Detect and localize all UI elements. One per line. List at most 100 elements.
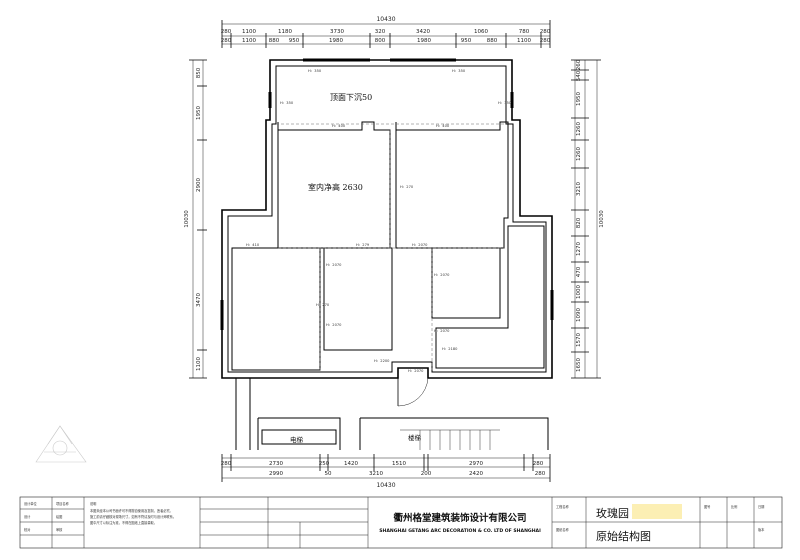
top-dim-2: 1980 — [417, 38, 431, 44]
titleblock-cell: 审核 — [56, 527, 63, 532]
note-title: 说明 — [90, 501, 96, 506]
title-block: 设计单位 项目名称 设计 绘图 校对 审核 说明 本图未经本公司书面许可不得擅自… — [19, 496, 783, 549]
top-dim-2: 880 — [269, 38, 280, 44]
right-dim: 1570 — [576, 333, 582, 347]
top-dim: 1180 — [278, 29, 292, 35]
titleblock-cell: 校对 — [24, 527, 31, 532]
watermark-logo — [35, 425, 87, 463]
beam-label: H：350 — [308, 69, 322, 73]
beam-label: H：2070 — [408, 369, 424, 373]
top-dim-2: 1980 — [329, 38, 343, 44]
bottom-dim-2: 3210 — [369, 471, 383, 477]
top-dim: 3420 — [416, 29, 430, 35]
bottom-dim: 1420 — [344, 461, 358, 467]
drawing-title: 原始结构图 — [596, 529, 651, 543]
beam-label: H：350 — [498, 101, 512, 105]
bottom-dim: 280 — [533, 461, 544, 467]
company-name-en: SHANGHAI GETANG ARC DECORATION & CO. LTD… — [379, 528, 541, 534]
top-dim-2: 800 — [375, 38, 386, 44]
top-dim-2: 280 — [221, 38, 232, 44]
beam-label: H：2070 — [412, 243, 428, 247]
bottom-dim-2: 50 — [325, 471, 332, 477]
bottom-dim: 250 — [319, 461, 330, 467]
beam-label: H：279 — [356, 243, 370, 247]
stair-label: 楼梯 — [408, 433, 422, 442]
note-line: 本图未经本公司书面许可不得擅自使用及复制，违者必究。 — [90, 508, 173, 513]
interior-walls — [231, 121, 545, 371]
right-total-dimension: 10030 — [599, 210, 605, 228]
small-label: 工程名称 — [556, 504, 570, 509]
left-dimension-lines: 10030 850 1950 2900 3470 1100 — [184, 59, 207, 379]
right-dim: 540 — [576, 70, 582, 81]
right-dim: 260 — [576, 59, 582, 70]
beam-label: H：2070 — [326, 323, 342, 327]
beam-label: H：400 — [332, 124, 346, 128]
titleblock-cell: 设计单位 — [24, 501, 38, 506]
left-total-dimension: 10030 — [184, 210, 190, 228]
small-label: 日期 — [758, 504, 764, 509]
beam-label: H：2200 — [374, 359, 390, 363]
right-dim: 1260 — [576, 147, 582, 161]
beam-label: H：2070 — [434, 273, 450, 277]
company-name-cn: 衢州格堂建筑装饰设计有限公司 — [393, 512, 526, 524]
beam-label: H：400 — [436, 124, 450, 128]
titleblock-cell: 绘图 — [56, 514, 62, 519]
left-dim: 850 — [196, 67, 202, 78]
top-dim-2: 280 — [540, 38, 551, 44]
top-dim: 280 — [221, 29, 232, 35]
titleblock-cell: 设计 — [24, 514, 31, 519]
small-label: 图纸名称 — [556, 527, 570, 532]
right-dim: 1650 — [576, 358, 582, 372]
bottom-total-dimension: 10430 — [376, 482, 395, 489]
room-height-label: 室内净高 2630 — [308, 182, 363, 192]
redacted-highlight — [632, 504, 682, 519]
top-dim-2: 950 — [289, 38, 300, 44]
left-dim: 3470 — [196, 293, 202, 307]
elevator-stair-area: 电梯 楼梯 — [235, 378, 549, 450]
bottom-dim: 280 — [221, 461, 232, 467]
entry-door — [397, 377, 429, 407]
right-dim: 1000 — [576, 285, 582, 299]
exterior-walls — [221, 59, 553, 379]
right-dim: 1090 — [576, 308, 582, 322]
top-dim: 1060 — [474, 29, 488, 35]
bottom-dim: 2970 — [469, 461, 483, 467]
windows — [220, 58, 554, 330]
beam-label: H：350 — [280, 101, 294, 105]
ceiling-drop-label: 顶面下沉50 — [330, 93, 372, 102]
beam-label: H：2180 — [442, 347, 458, 351]
top-dim-2: 1100 — [517, 38, 531, 44]
small-label: 比例 — [731, 504, 737, 509]
right-dim: 820 — [576, 217, 582, 228]
beam-label: H：270 — [400, 185, 414, 189]
bottom-dim-2: 2420 — [469, 471, 483, 477]
beam-label: H：2070 — [434, 329, 450, 333]
right-dim: 3210 — [576, 182, 582, 196]
beam-label: H：270 — [316, 303, 330, 307]
left-dim: 2900 — [196, 178, 202, 192]
top-dim: 280 — [540, 29, 551, 35]
right-dim: 470 — [576, 266, 582, 277]
bottom-dim-2: 200 — [421, 471, 432, 477]
right-dim: 1950 — [576, 92, 582, 106]
left-dim: 1950 — [196, 106, 202, 120]
right-dim: 1270 — [576, 242, 582, 256]
right-dim: 1260 — [576, 122, 582, 136]
titleblock-cell: 项目名称 — [56, 501, 70, 506]
beam-labels: H：350 H：350 H：400 H：400 H：350 H：350 H：27… — [246, 69, 512, 373]
top-dim-2: 950 — [461, 38, 472, 44]
elevator-label: 电梯 — [290, 435, 304, 444]
left-dim: 1100 — [196, 357, 202, 371]
top-dim-2: 880 — [487, 38, 498, 44]
beam-label: H：2070 — [326, 263, 342, 267]
top-dimension-lines: 10430 280 1100 1180 3730 320 3420 1060 7… — [221, 16, 551, 48]
bottom-dim: 2730 — [269, 461, 283, 467]
right-dimension-lines: 260 540 1950 1260 1260 3210 820 1270 470… — [571, 59, 605, 379]
bottom-dimension-lines: 280 2730 250 1420 1510 2970 280 2990 50 … — [221, 454, 551, 489]
small-label: 图号 — [704, 504, 710, 509]
top-total-dimension: 10430 — [376, 16, 395, 23]
bottom-dim-2: 2990 — [269, 471, 283, 477]
bottom-dim-2: 280 — [535, 471, 546, 477]
top-dim: 3730 — [330, 29, 344, 35]
